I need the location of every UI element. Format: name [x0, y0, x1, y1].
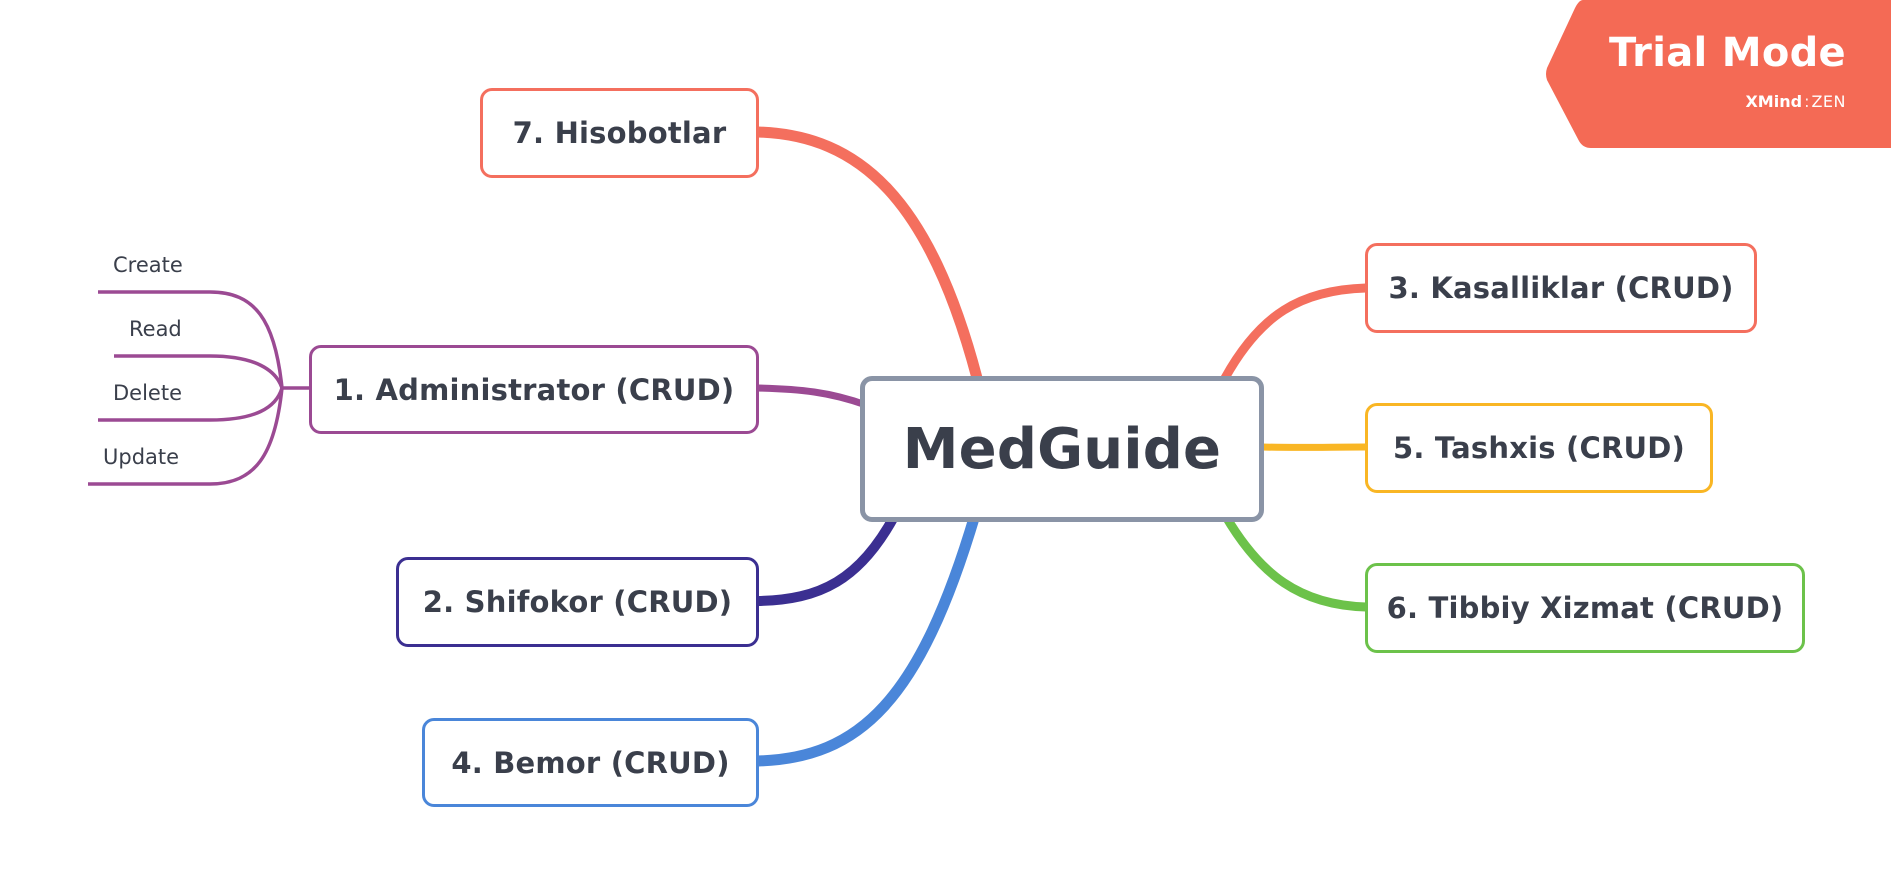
topic-tashxis[interactable]: 5. Tashxis (CRUD)	[1365, 403, 1713, 493]
connector-shifokor	[753, 510, 900, 606]
banner-shape	[1546, 0, 1891, 148]
subtopic-update[interactable]: Update	[103, 445, 180, 469]
subtopic-create[interactable]: Create	[113, 253, 183, 277]
topic-administrator[interactable]: 1. Administrator (CRUD)	[309, 345, 759, 434]
topic-tibbiy-xizmat[interactable]: 6. Tibbiy Xizmat (CRUD)	[1365, 563, 1805, 653]
trial-mode-title: Trial Mode	[1608, 30, 1846, 76]
topic-bemor[interactable]: 4. Bemor (CRUD)	[422, 718, 759, 807]
brand-suffix: ZEN	[1811, 92, 1846, 111]
topic-kasalliklar[interactable]: 3. Kasalliklar (CRUD)	[1365, 243, 1757, 333]
brand-name: XMind	[1745, 92, 1803, 111]
trial-mode-banner[interactable]: Trial Mode XMind:ZEN	[1545, 0, 1891, 148]
connector-hisobotlar	[752, 126, 983, 384]
subtopic-delete[interactable]: Delete	[113, 381, 182, 405]
connector-kasalliklar	[1220, 283, 1371, 383]
connector-sub-update	[88, 387, 284, 486]
subtopic-read[interactable]: Read	[129, 317, 182, 341]
connector-administrator	[754, 384, 870, 409]
topic-shifokor[interactable]: 2. Shifokor (CRUD)	[396, 557, 759, 647]
connector-sub-delete	[98, 387, 284, 422]
xmind-zen-logo: XMind:ZEN	[1745, 92, 1846, 111]
connector-tibbiy-xizmat	[1220, 510, 1371, 612]
brand-separator: :	[1804, 92, 1810, 111]
connector-sub-create	[98, 290, 310, 390]
connector-sub-read	[114, 354, 284, 389]
topic-hisobotlar[interactable]: 7. Hisobotlar	[480, 88, 759, 178]
central-topic[interactable]: MedGuide	[860, 376, 1264, 522]
connector-bemor	[752, 509, 981, 767]
